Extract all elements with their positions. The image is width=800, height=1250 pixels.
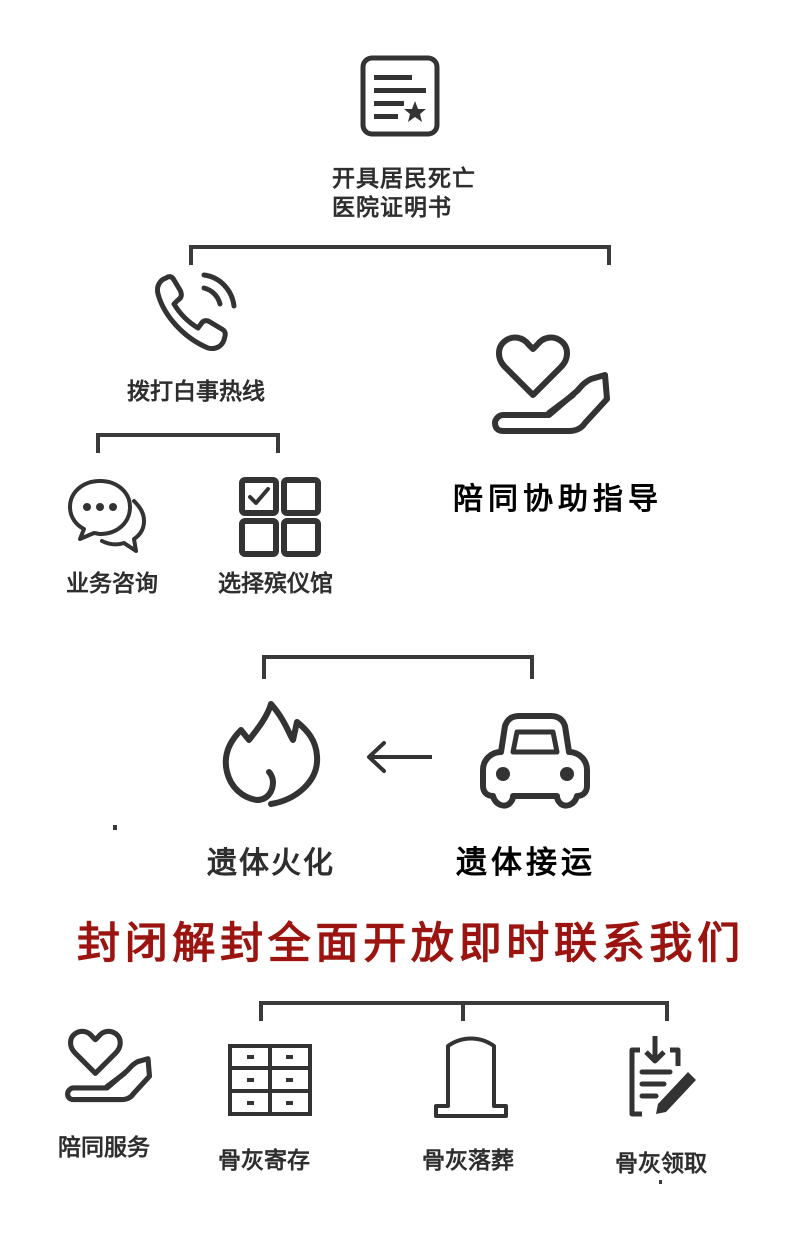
car-icon	[475, 712, 595, 812]
guidance-label: 陪同协助指导	[453, 482, 663, 517]
checkbox-grid-icon	[239, 477, 321, 557]
connector-bracket-hotline	[96, 433, 280, 453]
consult-label: 业务咨询	[66, 571, 158, 597]
transport-label: 遗体接运	[456, 845, 596, 881]
storage-cabinet-icon	[228, 1044, 312, 1116]
choose-home-label: 选择殡仪馆	[218, 571, 333, 597]
cremation-label: 遗体火化	[207, 846, 335, 881]
chat-bubbles-icon	[66, 477, 146, 555]
service-label-storage: 骨灰寄存	[218, 1148, 310, 1174]
service-label-collection: 骨灰领取	[615, 1151, 707, 1177]
document-star-icon	[360, 55, 440, 137]
heart-hand-icon	[65, 1028, 154, 1104]
flame-icon	[219, 700, 325, 810]
headline: 封闭解封全面开放即时联系我们	[77, 919, 745, 969]
tombstone-icon	[434, 1034, 508, 1118]
connector-bracket-top	[189, 245, 611, 265]
service-label-burial: 骨灰落葬	[422, 1148, 514, 1174]
clipboard-download-pen-icon	[626, 1034, 700, 1118]
certificate-label-line2: 医院证明书	[332, 195, 452, 221]
heart-hand-icon	[492, 333, 613, 437]
connector-bracket-services-mid-tick	[461, 1001, 465, 1021]
connector-bracket-middle	[262, 655, 534, 679]
phone-ringing-icon	[152, 272, 242, 354]
hotline-label: 拨打白事热线	[127, 379, 265, 405]
service-label-accompany: 陪同服务	[58, 1135, 150, 1161]
stray-mark-bottom	[659, 1180, 662, 1184]
arrow-left-icon	[364, 740, 434, 774]
certificate-label-line1: 开具居民死亡	[332, 166, 476, 192]
stray-mark	[113, 825, 117, 830]
